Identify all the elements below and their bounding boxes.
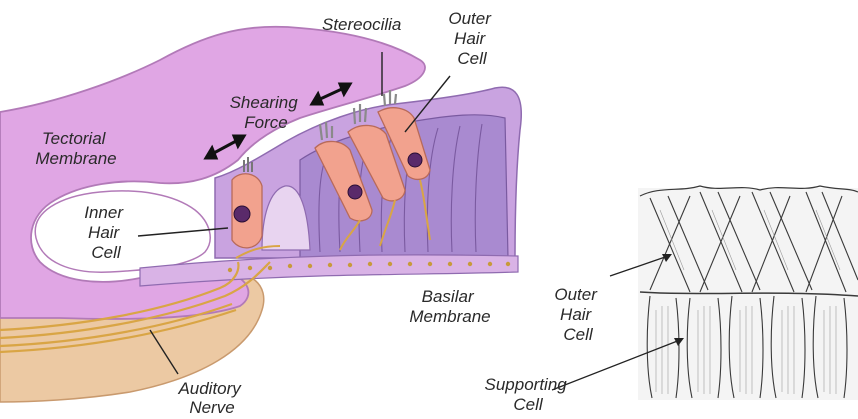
basilar-membrane-shape	[140, 255, 518, 286]
label-outer-hair-cell-right: Outer Hair Cell	[554, 285, 601, 344]
organ-of-corti-illustration	[0, 27, 521, 402]
label-tectorial-membrane: Tectorial Membrane	[35, 129, 116, 168]
inner-hair-cell-nucleus	[234, 206, 250, 222]
outer-hair-cell-1-nucleus	[348, 185, 362, 199]
outer-hair-cell-3-nucleus	[408, 153, 422, 167]
label-supporting-cell: Supporting Cell	[485, 375, 572, 414]
label-outer-hair-cell-top: Outer Hair Cell	[448, 9, 495, 68]
label-basilar-membrane: Basilar Membrane	[409, 287, 490, 326]
label-stereocilia: Stereocilia	[322, 15, 401, 34]
label-auditory-nerve: Auditory Nerve	[177, 379, 245, 417]
